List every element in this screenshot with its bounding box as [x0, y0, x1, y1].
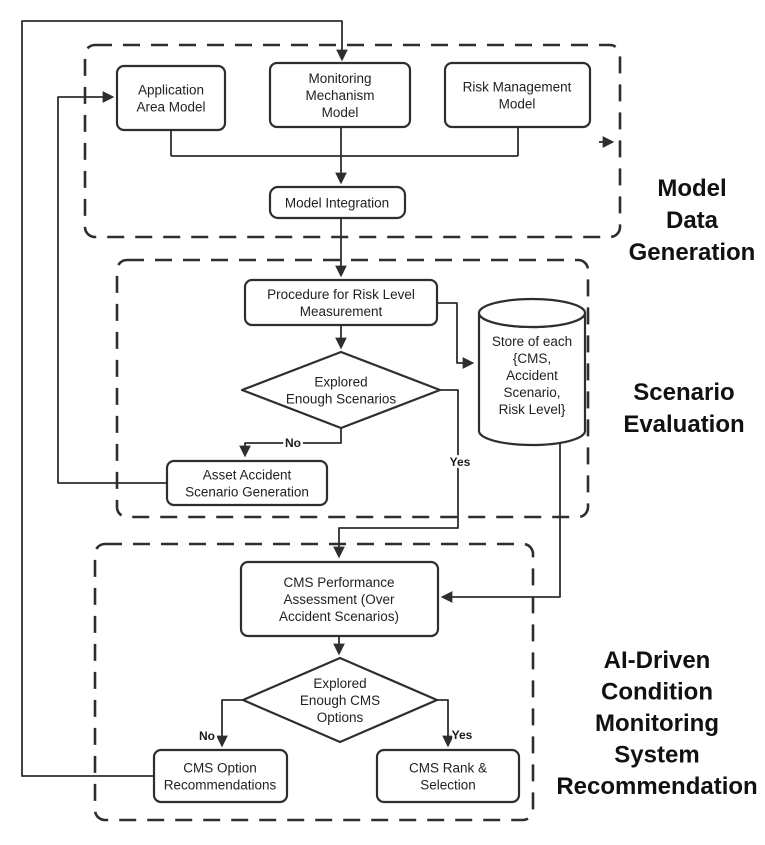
edge-label-no-scenarios: No: [285, 436, 301, 450]
edge-procedure-to-store: [437, 302, 475, 369]
node-cms-rank-selection: CMS Rank & Selection: [375, 748, 521, 804]
section-label-line: System: [614, 742, 699, 769]
section-label-line: Data: [666, 207, 719, 234]
node-label: Measurement: [300, 304, 383, 319]
edge-decision2-yes-to-cms-rank: [437, 699, 454, 748]
edges: [21, 20, 615, 777]
node-label: Mechanism: [305, 88, 374, 103]
node-cms-performance-assessment: CMS Performance Assessment (Over Acciden…: [239, 560, 440, 638]
section-label-scenario-evaluation: Scenario Evaluation: [623, 379, 744, 438]
edge-label-yes-scenarios: Yes: [450, 455, 471, 469]
node-label: Monitoring: [308, 71, 371, 86]
edge-store-to-cms-performance: [440, 441, 561, 603]
node-label: Scenario Generation: [185, 485, 309, 500]
node-label: CMS Option: [183, 761, 257, 776]
datastore-label: Store of each: [492, 334, 572, 349]
section-label-line: Model: [657, 175, 726, 202]
section-label-line: Scenario: [633, 379, 734, 406]
node-label: CMS Rank &: [409, 761, 487, 776]
section-label-line: Evaluation: [623, 411, 744, 438]
section-label-line: Condition: [601, 679, 713, 706]
node-asset-accident-scenario-generation: Asset Accident Scenario Generation: [165, 459, 329, 507]
node-label: Assessment (Over: [283, 592, 395, 607]
datastore-label: Accident: [506, 368, 558, 383]
decision-label: Enough CMS: [300, 693, 380, 708]
decision-explored-enough-cms-options: Explored Enough CMS Options: [241, 656, 439, 744]
edge-decision2-no-to-cms-option: [216, 699, 243, 748]
node-risk-management-model: Risk Management Model: [443, 61, 592, 129]
decision-label: Options: [317, 710, 364, 725]
edge-label-no-cms: No: [199, 729, 215, 743]
decision-label: Explored: [313, 676, 366, 691]
edge-decision1-no-to-asset: [239, 428, 342, 458]
node-label: Model: [322, 105, 359, 120]
section-label-ai-recommendation: AI-Driven Condition Monitoring System Re…: [556, 647, 757, 800]
section-box-ai-recommendation: [93, 542, 535, 822]
section-label-line: Monitoring: [595, 710, 719, 737]
node-monitoring-mechanism-model: Monitoring Mechanism Model: [268, 61, 412, 129]
node-label: Recommendations: [164, 778, 277, 793]
node-label: Model: [499, 97, 536, 112]
edge-asset-accident-to-application-loop: [57, 91, 167, 484]
node-label: CMS Performance: [283, 575, 394, 590]
node-model-integration: Model Integration: [268, 185, 407, 220]
datastore-label: Risk Level}: [499, 402, 566, 417]
node-application-area-model: Application Area Model: [115, 64, 227, 132]
node-procedure-risk-level: Procedure for Risk Level Measurement: [243, 278, 439, 327]
node-label: Application: [138, 83, 204, 98]
section-label-line: Generation: [629, 239, 756, 266]
node-label: Selection: [420, 778, 476, 793]
node-label: Model Integration: [285, 196, 389, 211]
decision-explored-enough-scenarios: Explored Enough Scenarios: [240, 350, 442, 430]
edge-decision1-yes-to-cms-performance: [333, 389, 459, 559]
decision-label: Explored: [314, 375, 367, 390]
section-box-scenario-evaluation: [115, 258, 590, 519]
decision-label: Enough Scenarios: [286, 392, 397, 407]
datastore-store-of-each-cylinder: Store of each {CMS, Accident Scenario, R…: [477, 297, 587, 447]
section-label-model-data-generation: Model Data Generation: [629, 175, 756, 266]
node-cms-option-recommendations: CMS Option Recommendations: [152, 748, 289, 804]
node-label: Accident Scenarios): [279, 609, 399, 624]
node-label: Procedure for Risk Level: [267, 287, 415, 302]
edge-label-yes-cms: Yes: [452, 728, 473, 742]
edge-cms-option-to-monitoring-loop: [21, 20, 348, 777]
node-label: Risk Management: [463, 80, 572, 95]
section-label-line: AI-Driven: [604, 647, 711, 674]
datastore-label: Scenario,: [503, 385, 560, 400]
node-label: Area Model: [136, 100, 205, 115]
datastore-label: {CMS,: [513, 351, 551, 366]
section-label-line: Recommendation: [556, 773, 757, 800]
node-label: Asset Accident: [203, 468, 292, 483]
section-box-model-data-generation: [83, 43, 622, 239]
